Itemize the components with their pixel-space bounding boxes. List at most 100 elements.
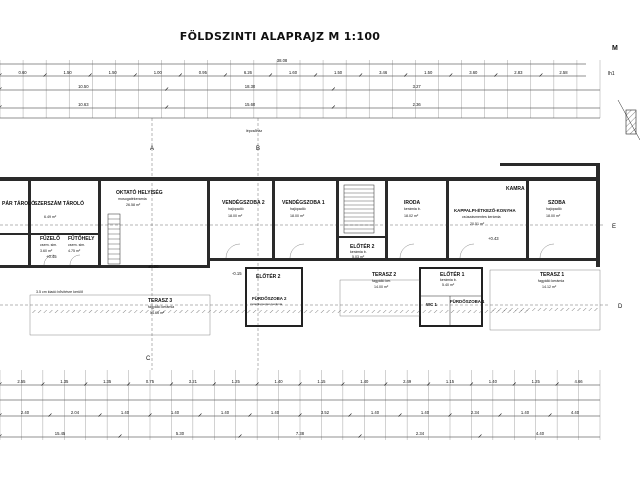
- top-dimension: 1.50: [334, 70, 343, 75]
- top-dimension: 0.60: [18, 70, 27, 75]
- room-r15: FÜRDŐSZOBA 2 csúszásmentes kerámia: [250, 296, 287, 306]
- top-dimension: 2.58: [559, 70, 568, 75]
- bottom-row1-dimension: 1.40: [274, 379, 283, 384]
- dimension-tick: [238, 434, 242, 438]
- bottom-row2-dimension: 4.40: [571, 410, 580, 415]
- room-r8: KAPPALPI-ÉTKEZŐ-KONYHA csúszásmentes ker…: [454, 208, 516, 226]
- corner-label: M: [612, 45, 618, 52]
- dimension-tick: [0, 413, 2, 416]
- dimension-tick: [498, 413, 502, 417]
- svg-text:VENDÉGSZOBA 2: VENDÉGSZOBA 2: [222, 198, 265, 206]
- bottom-row1-dimension: 2.55: [17, 379, 26, 384]
- svg-text:kerámia b.: kerámia b.: [350, 250, 367, 254]
- bottom-row1-dimension: 1.40: [360, 379, 369, 384]
- bottom-row2-dimension: 1.40: [121, 410, 130, 415]
- svg-text:WC 1: WC 1: [426, 302, 438, 307]
- dimension-tick: [133, 73, 137, 77]
- room-r6: IRODA kerámia b. 18.02 m²: [404, 200, 421, 218]
- bottom-total-dimension: 5.30: [176, 431, 185, 436]
- dimension-tick: [341, 382, 345, 386]
- svg-text:+0.43: +0.43: [488, 236, 499, 241]
- svg-text:6.49 m²: 6.49 m²: [44, 215, 57, 219]
- bottom-row2-dimension: 1.40: [171, 410, 180, 415]
- third-row-dimension: 2.36: [413, 102, 422, 107]
- dimension-tick: [426, 382, 431, 386]
- dimension-tick: [126, 382, 131, 386]
- svg-text:14.12 m²: 14.12 m²: [542, 285, 557, 289]
- dimension-tick: [0, 382, 2, 385]
- svg-text:kerámia b.: kerámia b.: [404, 207, 421, 211]
- dimension-tick: [449, 73, 453, 77]
- bottom-row1-dimension: 4.66: [574, 379, 583, 384]
- bottom-row1-dimension: 1.15: [446, 379, 455, 384]
- bottom-row2-dimension: 2.34: [471, 410, 480, 415]
- dimension-tick: [358, 73, 363, 77]
- svg-text:5.40 m²: 5.40 m²: [442, 283, 455, 287]
- bottom-row1-dimension: 1.25: [232, 379, 241, 384]
- bottom-total-dimension: 15.45: [55, 431, 66, 436]
- room-r4: VENDÉGSZOBA 2 hajópadló 18.00 m²: [222, 198, 265, 218]
- room-r11: FŰTŐHELY csem. sim. 4.75 m²: [68, 235, 95, 253]
- svg-text:ELŐTÉR 2: ELŐTÉR 2: [256, 272, 281, 280]
- dimension-tick: [0, 434, 2, 437]
- svg-text:PÁR TÁROLÓ: PÁR TÁROLÓ: [2, 199, 35, 207]
- dimension-tick: [164, 105, 169, 109]
- svg-text:KAPPALPI-ÉTKEZŐ-KONYHA: KAPPALPI-ÉTKEZŐ-KONYHA: [454, 208, 516, 213]
- second-row-dimension: 18.30: [245, 84, 256, 89]
- dimension-tick: [148, 413, 152, 417]
- svg-text:TERASZ 3: TERASZ 3: [148, 298, 172, 304]
- svg-text:OKTATÓ HELYISÉG: OKTATÓ HELYISÉG: [116, 188, 163, 196]
- exterior-walls: [0, 163, 601, 336]
- third-row-dimension: 10.63: [78, 102, 89, 107]
- axis-lines: A B C D E lépcsőház: [0, 118, 623, 370]
- bottom-row2-dimension: 2.40: [21, 410, 30, 415]
- bottom-row2-dimension: 3.52: [321, 410, 330, 415]
- svg-text:4.75 m²: 4.75 m²: [68, 249, 81, 253]
- dimension-tick: [348, 413, 352, 417]
- dimension-tick: [0, 105, 2, 108]
- dimension-tick: [398, 413, 402, 417]
- top-dimension: 1.00: [154, 70, 163, 75]
- svg-text:18.00 m²: 18.00 m²: [290, 214, 305, 218]
- room-r16: FÜRDŐSZOBA 1: [450, 299, 485, 304]
- svg-text:26.58 m²: 26.58 m²: [126, 203, 141, 207]
- dimension-tick: [331, 87, 336, 91]
- top-dimension: 1.50: [64, 70, 73, 75]
- svg-text:csem. sim.: csem. sim.: [40, 243, 57, 247]
- third-row-dimension: 15.60: [245, 102, 256, 107]
- dimension-tick: [555, 382, 559, 386]
- svg-text:TERASZ 1: TERASZ 1: [540, 272, 564, 278]
- svg-text:FŰZELŐ: FŰZELŐ: [40, 235, 60, 242]
- dimension-tick: [98, 413, 102, 417]
- dimension-tick: [298, 382, 302, 386]
- svg-text:SZOBA: SZOBA: [548, 200, 566, 206]
- svg-text:SZERSZÁM TÁROLÓ: SZERSZÁM TÁROLÓ: [34, 199, 84, 207]
- dimension-tick: [313, 73, 318, 77]
- axis-label-e: E: [612, 224, 616, 230]
- axis-label-d: D: [618, 304, 623, 310]
- svg-text:csem. sim.: csem. sim.: [68, 243, 85, 247]
- svg-text:fagyálló kerámia: fagyálló kerámia: [148, 305, 174, 309]
- room-r19: TERASZ 2 fagyálló ker. 14.00 m²: [372, 272, 396, 289]
- axis-label-a: A: [150, 146, 154, 152]
- svg-text:5.03 m²: 5.03 m²: [352, 255, 365, 259]
- svg-text:+0.45: +0.45: [46, 254, 57, 259]
- section-mark: [617, 99, 640, 141]
- svg-text:18.00 m²: 18.00 m²: [546, 214, 561, 218]
- bottom-row1-dimension: 1.35: [103, 379, 112, 384]
- door-swings: [43, 243, 555, 266]
- svg-text:FŰTŐHELY: FŰTŐHELY: [68, 235, 95, 242]
- dimension-tick: [43, 73, 47, 77]
- svg-text:csúszásmentes kerámia: csúszásmentes kerámia: [250, 302, 283, 306]
- svg-text:ELŐTÉR 1: ELŐTÉR 1: [440, 270, 465, 278]
- room-r20: TERASZ 1 fagyálló kerámia 14.12 m²: [538, 272, 564, 289]
- dimension-tick: [298, 413, 302, 417]
- dimension-tick: [41, 382, 45, 386]
- bottom-row1-dimension: 1.35: [60, 379, 69, 384]
- svg-text:kerámia b.: kerámia b.: [440, 278, 457, 282]
- top-dimension: 0.95: [199, 70, 208, 75]
- svg-text:3.60 m²: 3.60 m²: [40, 249, 53, 253]
- dimension-tick: [48, 413, 52, 417]
